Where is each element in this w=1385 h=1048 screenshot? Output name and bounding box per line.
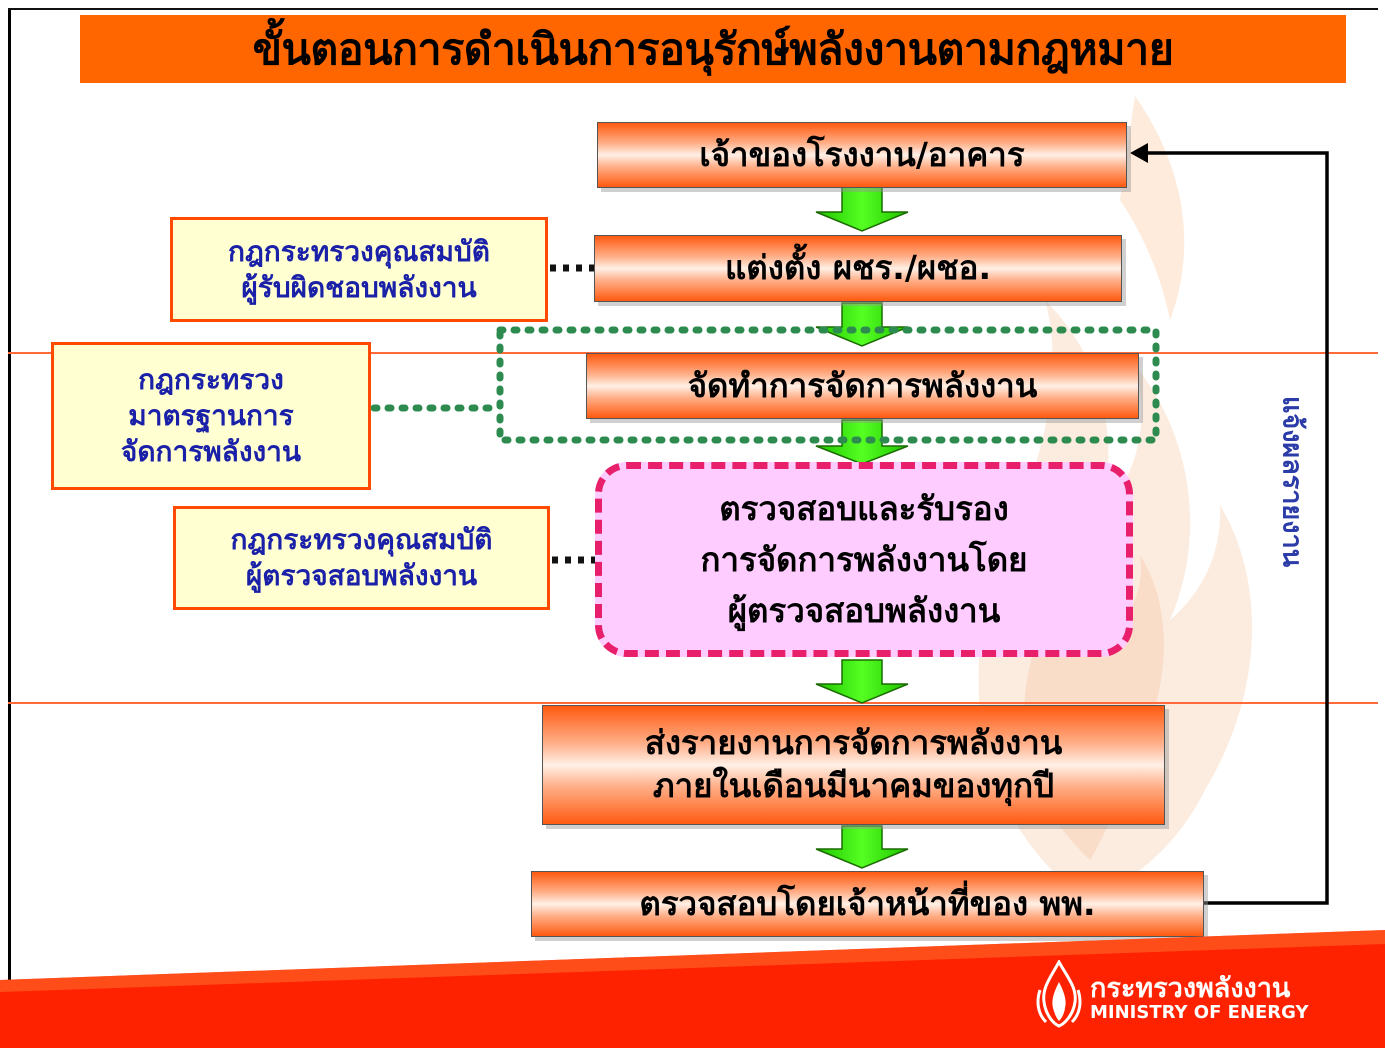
step-submit-report: ส่งรายงานการจัดการพลังงาน ภายในเดือนมีนา… <box>542 705 1165 825</box>
feedback-label: แจ้งผลรายงาน <box>1276 396 1308 568</box>
arrow-5 <box>815 825 909 869</box>
page-title: ขั้นตอนการดำเนินการอนุรักษ์พลังงานตามกฎห… <box>252 25 1174 75</box>
feedback-arrowhead <box>1130 143 1148 163</box>
arrow-4 <box>815 659 909 704</box>
step-dede-inspection: ตรวจสอบโดยเจ้าหน้าที่ของ พพ. <box>531 871 1204 937</box>
step-audit-certify: ตรวจสอบและรับรอง การจัดการพลังงานโดย ผู้… <box>595 462 1133 657</box>
divider-line <box>8 702 1378 704</box>
flame-logo-icon <box>1036 960 1082 1028</box>
dotted-outline-management <box>496 326 1160 444</box>
feedback-loop-line <box>1145 151 1329 905</box>
slide-border-left <box>8 8 11 988</box>
regulation-responsible-person: กฎกระทรวงคุณสมบัติ ผู้รับผิดชอบพลังงาน <box>170 217 548 322</box>
arrow-3 <box>815 419 909 465</box>
title-bar: ขั้นตอนการดำเนินการอนุรักษ์พลังงานตามกฎห… <box>80 15 1346 83</box>
slide-border-top <box>8 8 1378 10</box>
step-factory-owner: เจ้าของโรงงาน/อาคาร <box>597 122 1127 188</box>
regulation-auditor: กฎกระทรวงคุณสมบัติ ผู้ตรวจสอบพลังงาน <box>173 506 550 610</box>
ministry-logo: กระทรวงพลังงาน MINISTRY OF ENERGY <box>1032 960 1372 1030</box>
step-energy-management: จัดทำการจัดการพลังงาน <box>586 353 1139 419</box>
arrow-1 <box>815 186 909 232</box>
logo-thai-text: กระทรวงพลังงาน <box>1090 973 1291 1004</box>
arrow-2 <box>815 302 909 347</box>
logo-english-text: MINISTRY OF ENERGY <box>1090 1002 1309 1023</box>
step-appoint-responsible: แต่งตั้ง ผชร./ผชอ. <box>594 235 1122 302</box>
footer-band <box>0 930 1385 1048</box>
regulation-management-standard: กฎกระทรวง มาตรฐานการ จัดการพลังงาน <box>51 342 371 490</box>
